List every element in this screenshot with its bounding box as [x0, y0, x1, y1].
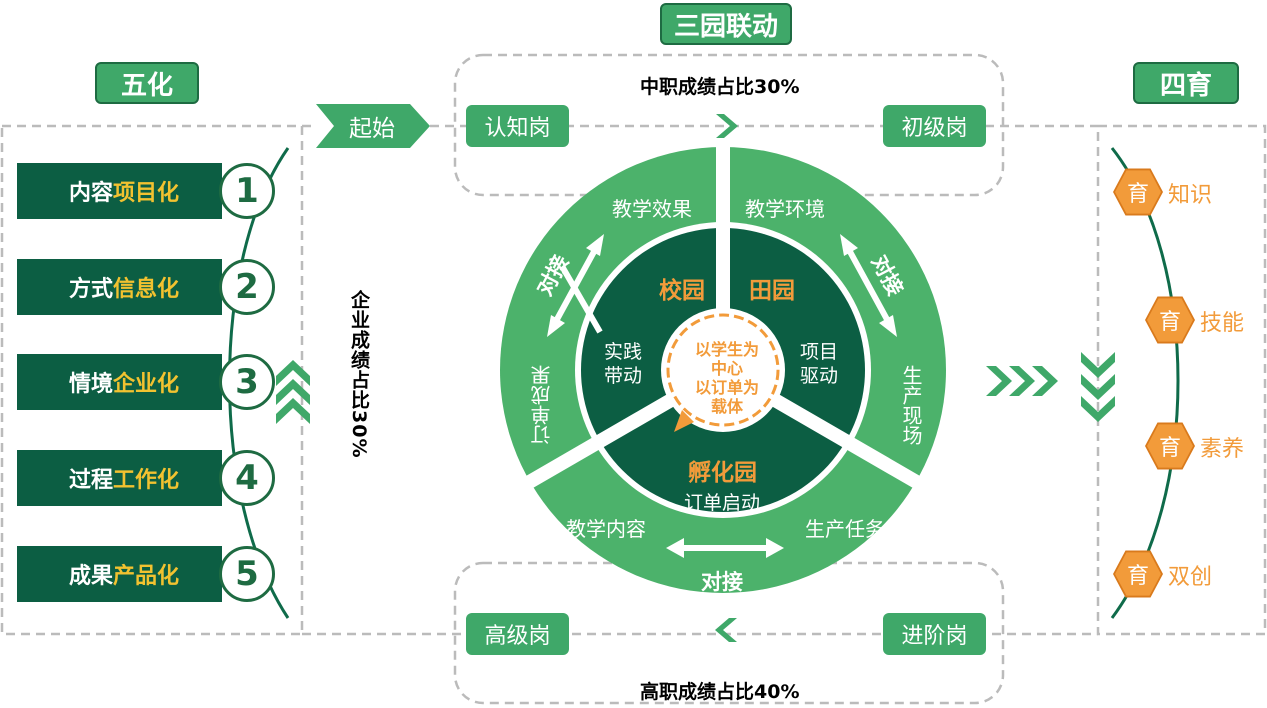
five-item-prefix: 内容: [69, 181, 114, 206]
center-line: 载体: [710, 397, 743, 416]
four-label-skill: 技能: [1200, 311, 1245, 336]
incubate-sub: 订单启动: [684, 492, 761, 514]
linkage-title: 三园联动: [660, 3, 792, 45]
outer-label-order-result: 订单成果: [530, 365, 554, 445]
five-item-highlight: 信息化: [113, 277, 180, 302]
arrow-right-icon: [716, 114, 738, 138]
five-number-4: 4: [219, 450, 275, 506]
center-line: 以订单为: [694, 378, 759, 397]
field-sub-line: 项目: [800, 341, 839, 363]
wheel-diagram: [500, 142, 946, 593]
four-label-knowledge: 知识: [1168, 183, 1213, 208]
five-number-5: 5: [219, 546, 275, 602]
post-advanced: 进阶岗: [883, 613, 986, 655]
enterprise-ratio-label: 企业成绩占比30%: [348, 290, 370, 459]
four-label-innovation: 双创: [1168, 565, 1213, 590]
dock-label-bottom: 对接: [701, 570, 743, 594]
left-panel-frame: [0, 124, 304, 636]
five-item-prefix: 情境: [69, 372, 114, 397]
chevron-up-icon: [276, 360, 310, 424]
outer-label-teaching-content: 教学内容: [566, 517, 646, 541]
five-item-highlight: 工作化: [113, 468, 180, 493]
start-label: 起始: [349, 116, 395, 142]
five-item-3: 情境企业化: [17, 354, 222, 410]
cycle-arrow-icon: [674, 410, 694, 432]
right-panel-frame: [1096, 124, 1267, 636]
five-number-3: 3: [219, 354, 275, 410]
center-line: 以学生为: [694, 340, 759, 359]
post-senior: 高级岗: [466, 613, 569, 655]
post-junior: 初级岗: [883, 105, 986, 147]
five-item-5: 成果产品化: [17, 546, 222, 602]
five-title: 五化: [95, 62, 199, 104]
field-sub: 项目 驱动: [800, 340, 838, 388]
four-title: 四育: [1133, 62, 1239, 104]
top-frame: [453, 53, 1005, 197]
center-text: 以学生为 中心 以订单为 载体: [678, 340, 776, 416]
outer-label-teaching-effect: 教学效果: [612, 197, 692, 221]
start-arrow-shape: [316, 104, 430, 148]
double-arrow-left-top: [560, 266, 603, 334]
chevron-down-icon: [1081, 352, 1115, 422]
five-item-prefix: 成果: [69, 564, 114, 589]
school-sub: 实践 带动: [604, 340, 642, 388]
five-item-1: 内容项目化: [17, 163, 222, 219]
four-label-literacy: 素养: [1200, 437, 1245, 462]
five-number-1: 1: [219, 163, 275, 219]
center-line: 中心: [710, 359, 743, 378]
arrow-left-icon: [715, 618, 737, 642]
outer-label-production-task: 生产任务: [805, 517, 885, 541]
five-item-4: 过程工作化: [17, 450, 222, 506]
five-item-highlight: 项目化: [113, 181, 180, 206]
post-entry: 认知岗: [466, 105, 569, 147]
outer-label-production-site: 生产现场: [899, 365, 923, 445]
chevron-right-icon: [986, 366, 1058, 396]
five-number-2: 2: [219, 259, 275, 315]
five-item-prefix: 方式: [69, 277, 114, 302]
five-item-2: 方式信息化: [17, 259, 222, 315]
outer-label-teaching-env: 教学环境: [745, 197, 825, 221]
center-circle: [661, 308, 785, 432]
garden-field: 田园: [749, 278, 795, 304]
five-item-highlight: 产品化: [113, 564, 180, 589]
high-ratio-label: 高职成绩占比40%: [640, 681, 800, 703]
garden-incubate: 孵化园: [688, 460, 757, 486]
school-sub-line: 带动: [604, 365, 643, 387]
garden-school: 校园: [659, 278, 705, 304]
five-item-highlight: 企业化: [113, 372, 180, 397]
field-sub-line: 驱动: [800, 365, 839, 387]
five-item-prefix: 过程: [69, 468, 114, 493]
school-sub-line: 实践: [604, 341, 643, 363]
mid-ratio-label: 中职成绩占比30%: [640, 76, 800, 98]
